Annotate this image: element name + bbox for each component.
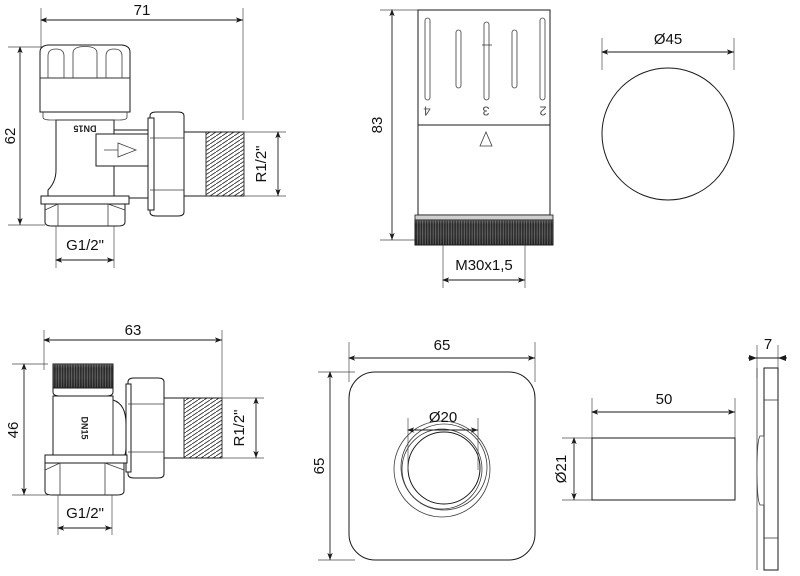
thermo-head-scale-numbers: 4 3 2: [423, 104, 546, 119]
dimension-83-label: 83: [369, 117, 386, 134]
union-nut-bottom: [125, 377, 165, 479]
dimension-d45-label: Ø45: [654, 31, 682, 48]
dimension-r12-bottom-label: R1/2": [231, 409, 248, 446]
dimension-g12-top-label: G1/2": [66, 237, 104, 254]
dimension-65-width-label: 65: [434, 337, 451, 354]
valve-body-bottom: [52, 395, 127, 463]
dimension-50-label: 50: [656, 391, 673, 408]
wall-plate-square: [348, 371, 536, 561]
dimension-m30: M30x1,5: [442, 245, 526, 288]
dimension-46-label: 46: [5, 422, 22, 439]
scale-number-4: 4: [423, 104, 430, 119]
dimension-71: 71: [40, 2, 244, 120]
union-nut-top: [147, 111, 185, 217]
dimension-65-width: 65: [348, 337, 536, 382]
scale-number-2: 2: [539, 104, 546, 119]
dimension-d21-label: Ø21: [553, 455, 570, 483]
dimension-65-height: 65: [311, 371, 355, 561]
view-angle-valve-top: 71 62: [2, 2, 286, 268]
dimension-m30-label: M30x1,5: [455, 257, 513, 274]
dimension-d45: Ø45: [601, 31, 735, 70]
dimension-63: 63: [43, 322, 223, 420]
threaded-spigot-bottom: [163, 397, 223, 459]
flow-arrow-right-icon: [104, 142, 138, 158]
dimension-63-label: 63: [125, 322, 142, 339]
thermo-head-scale-slots: [424, 17, 546, 101]
scale-number-3: 3: [482, 104, 489, 119]
dimension-62-label: 62: [2, 128, 19, 145]
thermo-head-knurled-ring: [414, 214, 554, 246]
valve-body-marking-dn15-bottom: DN15: [80, 416, 90, 439]
dimension-g12-bottom: G1/2": [57, 495, 113, 535]
triangle-marker-icon: [479, 130, 493, 147]
sleeve-body: [591, 437, 736, 501]
valve-inlet-hex-top: [40, 195, 130, 227]
dimension-r12-bottom: R1/2": [222, 397, 264, 459]
dimension-62: 62: [2, 46, 45, 226]
dimension-83: 83: [369, 9, 418, 241]
thermo-head-top-circle: [601, 67, 735, 201]
dimension-46: 46: [5, 363, 48, 496]
dimension-7: 7: [748, 336, 787, 378]
valve-body-marking-dn15: DN15: [73, 124, 96, 134]
view-angle-valve-bottom: 63 46 DN15: [5, 322, 264, 535]
threaded-spigot-top: [183, 131, 245, 197]
dimension-g12-bottom-label: G1/2": [66, 505, 104, 522]
view-thermo-head-top: Ø45: [601, 31, 735, 201]
dimension-g12-top: G1/2": [55, 226, 115, 268]
dimension-r12-top: R1/2": [244, 131, 286, 197]
dimension-d20-label: Ø20: [429, 409, 457, 426]
valve-cap-top: [39, 44, 131, 121]
view-thermostatic-head: 83 4 3 2: [369, 9, 554, 288]
valve-inlet-hex-bottom: [44, 454, 128, 496]
lockshield-cap: [52, 363, 114, 397]
dimension-71-label: 71: [134, 2, 151, 19]
view-wall-plate-side: 50 Ø21 7: [553, 336, 787, 571]
dimension-d20: Ø20: [407, 409, 479, 470]
view-wall-plate-front: 65 65 Ø20: [311, 337, 536, 561]
dimension-7-label: 7: [764, 336, 772, 353]
dimension-r12-top-label: R1/2": [253, 145, 270, 182]
dimension-50: 50: [591, 391, 736, 445]
valve-outlet-branch: [95, 129, 151, 199]
wall-plate-edge-profile: [756, 367, 779, 571]
dimension-65-height-label: 65: [311, 458, 328, 475]
dimension-d21: Ø21: [553, 437, 598, 501]
